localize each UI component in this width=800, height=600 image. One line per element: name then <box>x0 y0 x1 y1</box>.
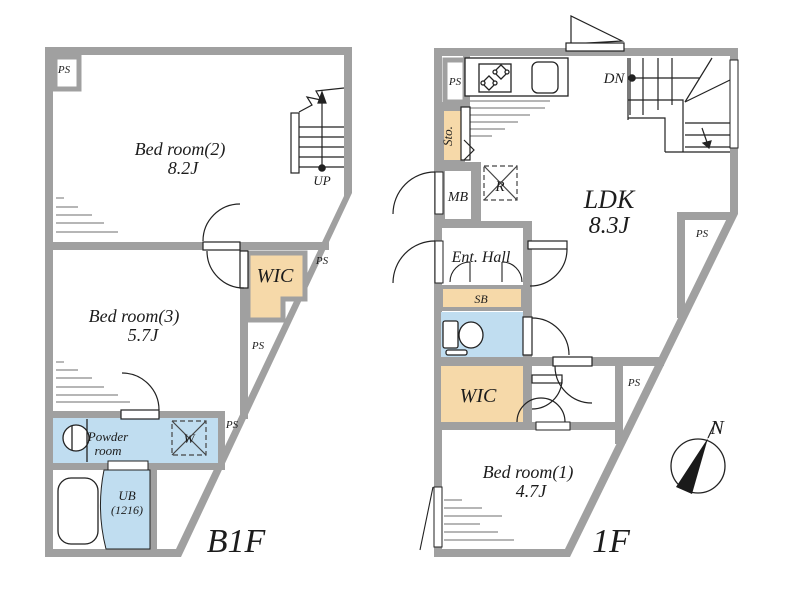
b1f-ub-unit-bath <box>99 469 151 550</box>
b1f-ps-duct-box <box>52 54 82 92</box>
b1f-stairs <box>290 87 345 174</box>
refrigerator-box <box>483 165 518 201</box>
b1f-bedroom3-label: Bed room(3) <box>89 306 180 327</box>
door-arc <box>392 240 436 284</box>
door-leaf <box>522 316 533 356</box>
ent-hall-label: Ent. Hall <box>451 249 511 266</box>
bathtub-icon <box>57 477 99 545</box>
folding-door-icon <box>463 139 475 161</box>
washbasin-icon <box>62 424 90 452</box>
f1-wic-label: WIC <box>460 385 497 407</box>
bedroom1-label: Bed room(1) <box>483 462 574 483</box>
door-leaf <box>239 250 249 289</box>
ldk-label: LDK <box>583 185 636 214</box>
toilet-icon <box>442 320 484 356</box>
ent-hall-closet-doors <box>449 261 523 283</box>
storage-door <box>460 106 475 161</box>
f1-plan: PS PS PS Sto. MB R Ent. Hall SB WIC LDK … <box>392 15 739 560</box>
b1f-wic-closet <box>245 250 308 323</box>
door-arc <box>202 203 241 242</box>
storage-label: Sto. <box>440 126 455 146</box>
b1f-hatch-lines <box>56 197 130 403</box>
f1-doors <box>392 171 593 431</box>
up-arrow-icon <box>317 90 327 104</box>
door-arc <box>531 378 563 410</box>
f1-hatch-lines <box>444 499 514 541</box>
refrigerator-label: R <box>494 179 504 195</box>
door-leaf <box>527 240 568 250</box>
north-label: N <box>709 417 725 439</box>
b1f-fixtures <box>57 419 99 545</box>
f1-ps-label-2: PS <box>695 228 709 240</box>
door-opening <box>434 171 444 215</box>
f1-wic-closet <box>441 366 523 422</box>
door-leaf <box>120 409 160 420</box>
ub-label-2: (1216) <box>111 503 143 517</box>
bedroom1-size: 4.7J <box>516 481 548 501</box>
north-compass-icon <box>670 422 726 494</box>
door-arc <box>206 250 245 289</box>
b1f-bedroom2-label: Bed room(2) <box>135 139 226 160</box>
door-arc <box>529 248 568 287</box>
window-flap-line <box>419 486 434 551</box>
f1-floor-label: 1F <box>592 523 631 560</box>
f1-stairs <box>627 57 731 153</box>
powder-room-label-2: room <box>95 443 122 458</box>
f1-ps-label-3: PS <box>627 377 641 389</box>
b1f-ps-label-1: PS <box>57 64 71 76</box>
b1f-bedroom2-size: 8.2J <box>168 158 200 178</box>
door-leaf <box>202 241 241 251</box>
kitchen-counter <box>464 57 569 97</box>
door-arc <box>531 317 570 356</box>
washer-label: W <box>184 431 196 446</box>
kitchen-hatch-lines <box>470 100 550 137</box>
door-arc <box>554 365 593 404</box>
b1f-bedroom3-size: 5.7J <box>128 325 160 345</box>
powder-room-label-1: Powder <box>87 429 129 444</box>
b1f-floor-label: B1F <box>207 523 267 560</box>
door-opening <box>107 460 149 471</box>
f1-shoe-box <box>439 285 525 311</box>
stair-break-line <box>298 87 345 113</box>
top-window-flap <box>565 15 625 52</box>
dn-label: DN <box>603 71 626 87</box>
door-opening <box>535 421 571 431</box>
washing-machine-box <box>171 420 207 456</box>
door-arc <box>121 372 160 411</box>
stair-window <box>729 59 739 149</box>
b1f-ps-label-4: PS <box>225 419 239 431</box>
ldk-size: 8.3J <box>589 213 631 239</box>
bedroom1-window <box>433 486 443 548</box>
up-label: UP <box>313 173 330 188</box>
b1f-ps-label-2: PS <box>315 255 329 267</box>
door-leaf <box>552 356 593 367</box>
kitchen-stove <box>478 63 512 93</box>
meter-box-label: MB <box>447 190 469 205</box>
door-opening <box>434 240 444 284</box>
b1f-plan: PS PS PS PS Bed room(2) 8.2J Bed room(3)… <box>45 47 352 560</box>
door-arc <box>392 171 436 215</box>
f1-ps-label-1: PS <box>448 76 462 88</box>
b1f-wic-label: WIC <box>257 265 294 287</box>
shoe-box-label: SB <box>474 292 488 306</box>
b1f-ps-label-3: PS <box>251 340 265 352</box>
door-arc <box>516 397 566 423</box>
kitchen-sink <box>531 61 559 94</box>
b1f-doors <box>107 203 249 471</box>
ub-label-1: UB <box>118 488 135 503</box>
